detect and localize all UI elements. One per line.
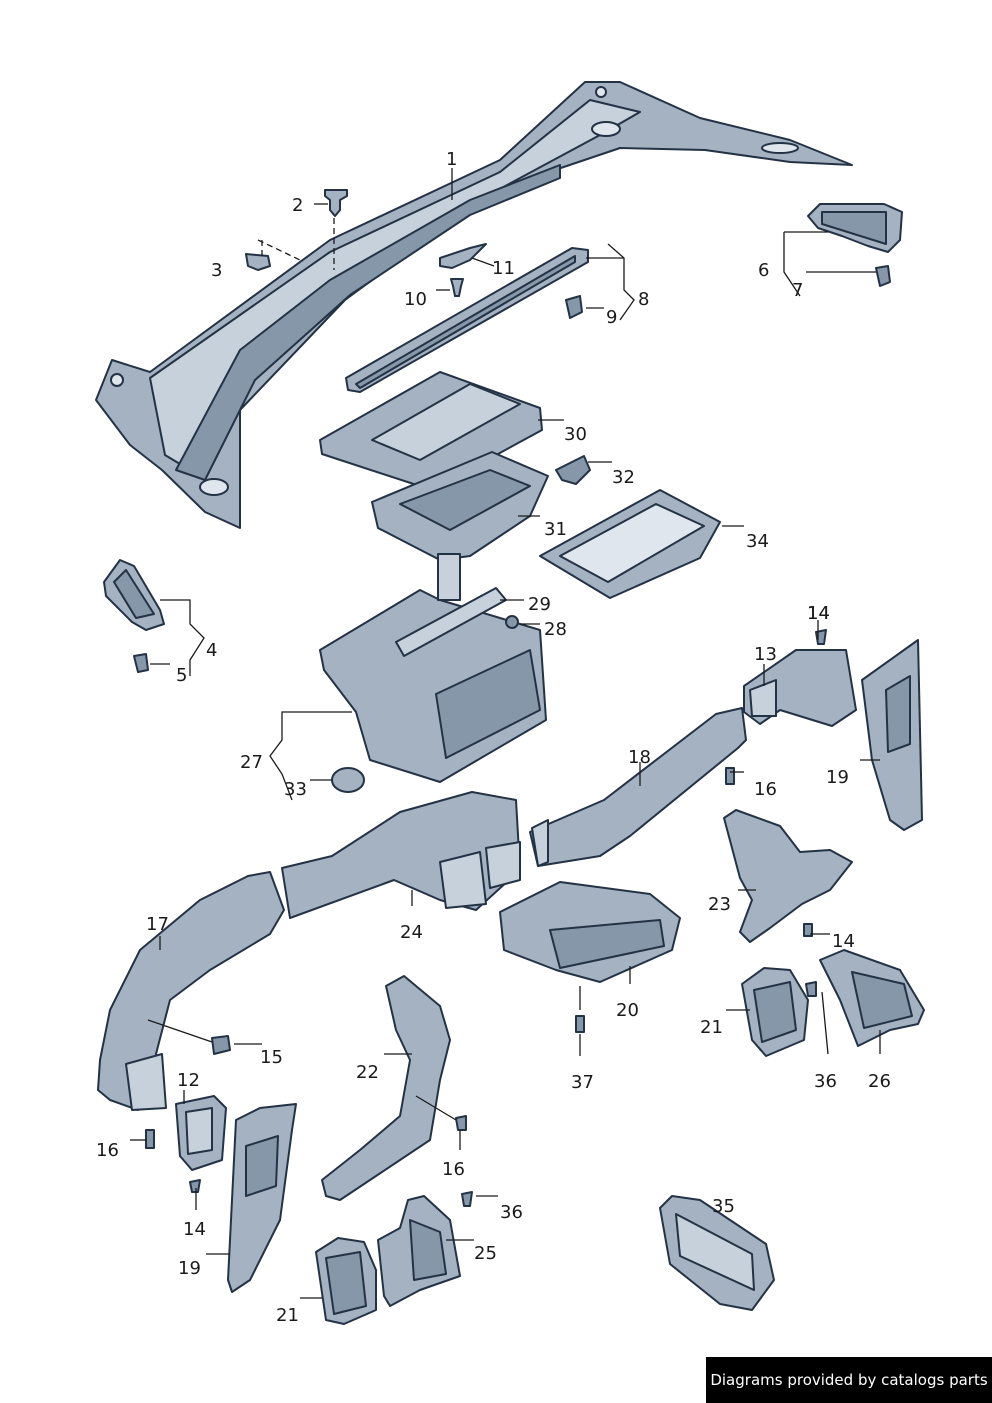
- part-30-filter-cover: [319, 371, 543, 491]
- callout-label: 18: [628, 747, 651, 768]
- part-19-side-panel-right: [861, 639, 923, 831]
- callout-label: 14: [183, 1219, 206, 1240]
- part-3-clip-nut: [245, 253, 271, 271]
- callout-label: 6: [758, 260, 769, 281]
- callout-label: 30: [564, 424, 587, 445]
- part-17-left-duct: [97, 871, 285, 1111]
- part-18-duct: [529, 707, 747, 867]
- callout-label: 11: [492, 258, 515, 279]
- callout-label: 5: [176, 665, 187, 686]
- callout-label: 17: [146, 914, 169, 935]
- part-6-vent: [807, 203, 903, 253]
- part-21-vent-left: [315, 1237, 377, 1325]
- part-10-screw: [450, 278, 464, 297]
- callout-label: 14: [807, 603, 830, 624]
- callout-label: 31: [544, 519, 567, 540]
- part-1-plenum-panel: [95, 81, 853, 529]
- part-7-clip: [875, 265, 891, 287]
- callout-label: 1: [446, 149, 457, 170]
- leader-lines: [130, 168, 881, 1299]
- callout-label: 13: [754, 644, 777, 665]
- part-11-clip: [439, 243, 487, 269]
- callout-label: 27: [240, 752, 263, 773]
- callout-label: 29: [528, 594, 551, 615]
- callout-label: 10: [404, 289, 427, 310]
- part-33-cap: [331, 767, 365, 793]
- callout-label: 8: [638, 289, 649, 310]
- part-13-duct: [743, 649, 857, 727]
- callout-label: 34: [746, 531, 769, 552]
- callout-label: 25: [474, 1243, 497, 1264]
- part-22-duct: [321, 975, 451, 1201]
- part-9-clip: [565, 295, 583, 319]
- callout-label: 23: [708, 894, 731, 915]
- callout-label: 12: [177, 1070, 200, 1091]
- callout-label: 14: [807, 603, 830, 624]
- callout-labels: 1 2 3 4 5 6 7 8 9 10 11 12 13 14 14 14 1…: [96, 149, 891, 1326]
- callout-label: 32: [612, 467, 635, 488]
- callout-label: 19: [178, 1258, 201, 1279]
- callout-label: 26: [868, 1071, 891, 1092]
- callout-label: 20: [616, 1000, 639, 1021]
- part-8-grille-strip: [345, 247, 589, 393]
- callout-label: 22: [356, 1062, 379, 1083]
- part-34-frame: [539, 489, 721, 599]
- callout-label: 36: [814, 1071, 837, 1092]
- credit-banner: Diagrams provided by catalogs parts: [706, 1357, 992, 1403]
- callout-label: 14: [832, 931, 855, 952]
- callout-label: 24: [400, 922, 423, 943]
- callout-label: 15: [260, 1047, 283, 1068]
- part-24-center-duct: [281, 791, 521, 919]
- callout-label: 3: [211, 260, 222, 281]
- part-26-vent: [819, 949, 925, 1047]
- part-28-nut: [505, 615, 519, 629]
- callout-label: 16: [754, 779, 777, 800]
- part-23-duct: [723, 809, 853, 943]
- callout-label: 35: [712, 1196, 735, 1217]
- part-20-center-vent: [499, 881, 681, 983]
- callout-label: 33: [284, 779, 307, 800]
- callout-label: 36: [500, 1202, 523, 1223]
- part-27-housing: [319, 553, 547, 783]
- part-31-filter-tray: [371, 451, 549, 561]
- callout-label: 21: [276, 1305, 299, 1326]
- callout-label: 4: [206, 640, 217, 661]
- screw-parts: [145, 629, 827, 1207]
- callout-label: 9: [606, 307, 617, 328]
- callout-label: 21: [700, 1017, 723, 1038]
- part-19-side-panel-left: [227, 1103, 297, 1293]
- part-12-adapter: [175, 1095, 227, 1171]
- callout-label: 19: [826, 767, 849, 788]
- callout-label: 16: [442, 1159, 465, 1180]
- callout-label: 7: [792, 280, 803, 301]
- part-25-vent: [377, 1195, 461, 1307]
- part-2-clip: [324, 189, 348, 217]
- part-5-clip: [133, 653, 149, 673]
- callout-label: 2: [292, 195, 303, 216]
- part-21-vent-right: [741, 967, 809, 1057]
- callout-label: 28: [544, 619, 567, 640]
- part-4-vent: [103, 559, 165, 631]
- part-32-sensor: [555, 455, 591, 485]
- callout-label: 37: [571, 1072, 594, 1093]
- part-35-grille: [659, 1195, 775, 1311]
- callout-label: 16: [96, 1140, 119, 1161]
